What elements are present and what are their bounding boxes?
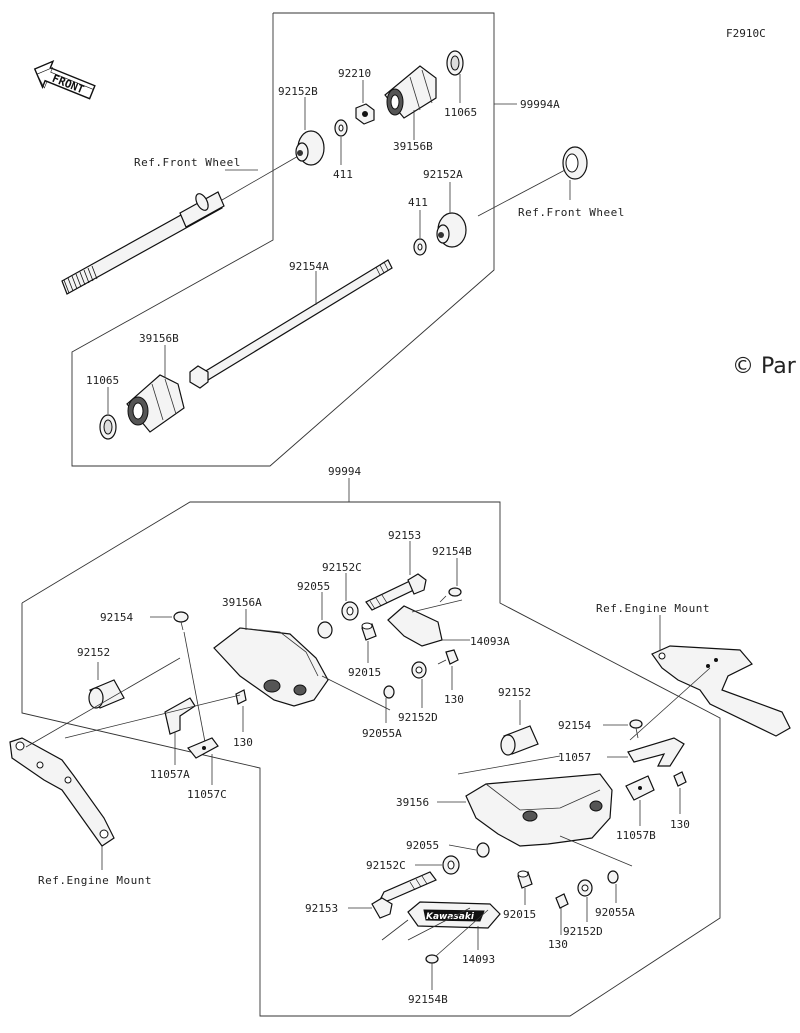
part-label-92055-bot: 92055: [406, 839, 439, 852]
part-label-92015-bot: 92015: [503, 908, 536, 921]
collar-92152D-bot: [577, 879, 593, 897]
part-label-92152C-top: 92152C: [322, 561, 362, 574]
part-label-92154-right: 92154: [558, 719, 591, 732]
part-label-39156B-top: 39156B: [393, 140, 433, 153]
screw-92154-right: [629, 719, 643, 739]
part-label-39156: 39156: [396, 796, 429, 809]
group-label-upper: 99994A: [520, 98, 560, 111]
part-label-92153-bot: 92153: [305, 902, 338, 915]
bracket-11057B: [625, 775, 655, 801]
ref-front-wheel-label-2: Ref.Front Wheel: [518, 206, 625, 219]
part-label-130-top: 130: [444, 693, 464, 706]
part-label-92154A: 92154A: [289, 260, 329, 273]
part-label-14093: 14093: [462, 953, 495, 966]
part-label-92152B: 92152B: [278, 85, 318, 98]
part-label-11057: 11057: [558, 751, 591, 764]
bolt-92153-bot: [371, 871, 437, 919]
oring-92055-top: [317, 621, 333, 639]
part-label-411-b: 411: [408, 196, 428, 209]
part-label-11057A: 11057A: [150, 768, 190, 781]
bolt-130-top: [437, 649, 459, 665]
engine-mount-bracket-right: [651, 645, 791, 737]
part-label-130-left: 130: [233, 736, 253, 749]
upper-group-frame: [71, 12, 495, 467]
ref-front-wheel-label-1: Ref.Front Wheel: [134, 156, 241, 169]
part-label-92153-top: 92153: [388, 529, 421, 542]
collar-92152-right: [500, 725, 539, 756]
spacer-92015-bot: [517, 870, 533, 889]
screw-92154B-top: [439, 587, 462, 603]
bracket-11057: [627, 737, 685, 767]
part-label-11065-left: 11065: [86, 374, 119, 387]
collar-92152A: [436, 212, 467, 248]
part-label-92154B-top: 92154B: [432, 545, 472, 558]
collar-92152B: [295, 130, 325, 166]
bolt-130-bot: [555, 893, 569, 909]
part-label-39156A: 39156A: [222, 596, 262, 609]
part-label-411-a: 411: [333, 168, 353, 181]
part-label-92055A-top: 92055A: [362, 727, 402, 740]
part-label-92055A-bot: 92055A: [595, 906, 635, 919]
ref-engine-mount-label-2: Ref.Engine Mount: [596, 602, 710, 615]
spacer-92015-top: [361, 622, 377, 641]
collar-92152C-top: [341, 601, 359, 621]
engine-mount-bracket-left: [9, 737, 115, 847]
part-label-92152-left: 92152: [77, 646, 110, 659]
part-label-14093A: 14093A: [470, 635, 510, 648]
front-arrow-icon: FRONT: [33, 59, 96, 100]
figure-code: F2910C: [726, 27, 766, 40]
watermark: © Par: [732, 354, 797, 379]
oring-92055A-top: [383, 685, 395, 699]
slider-39156: [465, 773, 613, 847]
ref-engine-mount-label-1: Ref.Engine Mount: [38, 874, 152, 887]
part-label-130-bot: 130: [548, 938, 568, 951]
cap-11065-left: [99, 414, 117, 440]
bolt-92154A: [189, 259, 393, 389]
part-label-92055-top: 92055: [297, 580, 330, 593]
part-label-11057C: 11057C: [187, 788, 227, 801]
group-label-lower: 99994: [328, 465, 361, 478]
front-axle: [61, 191, 225, 295]
cap-11065-top: [446, 50, 464, 76]
slider-39156B-top: [384, 65, 437, 119]
part-label-11065-top: 11065: [444, 106, 477, 119]
oring-92055-bot: [476, 842, 490, 858]
screw-92154-left: [173, 611, 189, 631]
bracket-11057C: [187, 737, 219, 759]
oring-92055A-bot: [607, 870, 619, 884]
cover-14093A: [387, 605, 443, 647]
collar-92152-left: [88, 679, 125, 709]
lower-group-frame: [21, 501, 721, 1017]
part-label-92152-right: 92152: [498, 686, 531, 699]
slider-39156A: [213, 627, 329, 707]
collar-92152C-bot: [442, 855, 460, 875]
part-label-39156B-left: 39156B: [139, 332, 179, 345]
part-label-92154B-bot: 92154B: [408, 993, 448, 1006]
wheel-bearing: [562, 146, 588, 180]
bolt-130-left: [235, 689, 247, 705]
part-label-92210: 92210: [338, 67, 371, 80]
slider-39156B-left: [126, 374, 185, 433]
part-label-130-right: 130: [670, 818, 690, 831]
part-label-92015-top: 92015: [348, 666, 381, 679]
cover-14093: Kawasaki: [407, 901, 501, 929]
bracket-11057A: [164, 697, 196, 735]
part-label-92154-left: 92154: [100, 611, 133, 624]
kawasaki-logo-text: Kawasaki: [426, 912, 475, 922]
part-label-11057B: 11057B: [616, 829, 656, 842]
part-label-92152D-top: 92152D: [398, 711, 438, 724]
part-label-92152C-bot: 92152C: [366, 859, 406, 872]
part-label-92152A: 92152A: [423, 168, 463, 181]
bolt-92153-top: [365, 573, 427, 611]
collar-92152D-top: [411, 661, 427, 679]
bolt-130-right: [673, 771, 687, 787]
part-label-92152D-bot: 92152D: [563, 925, 603, 938]
